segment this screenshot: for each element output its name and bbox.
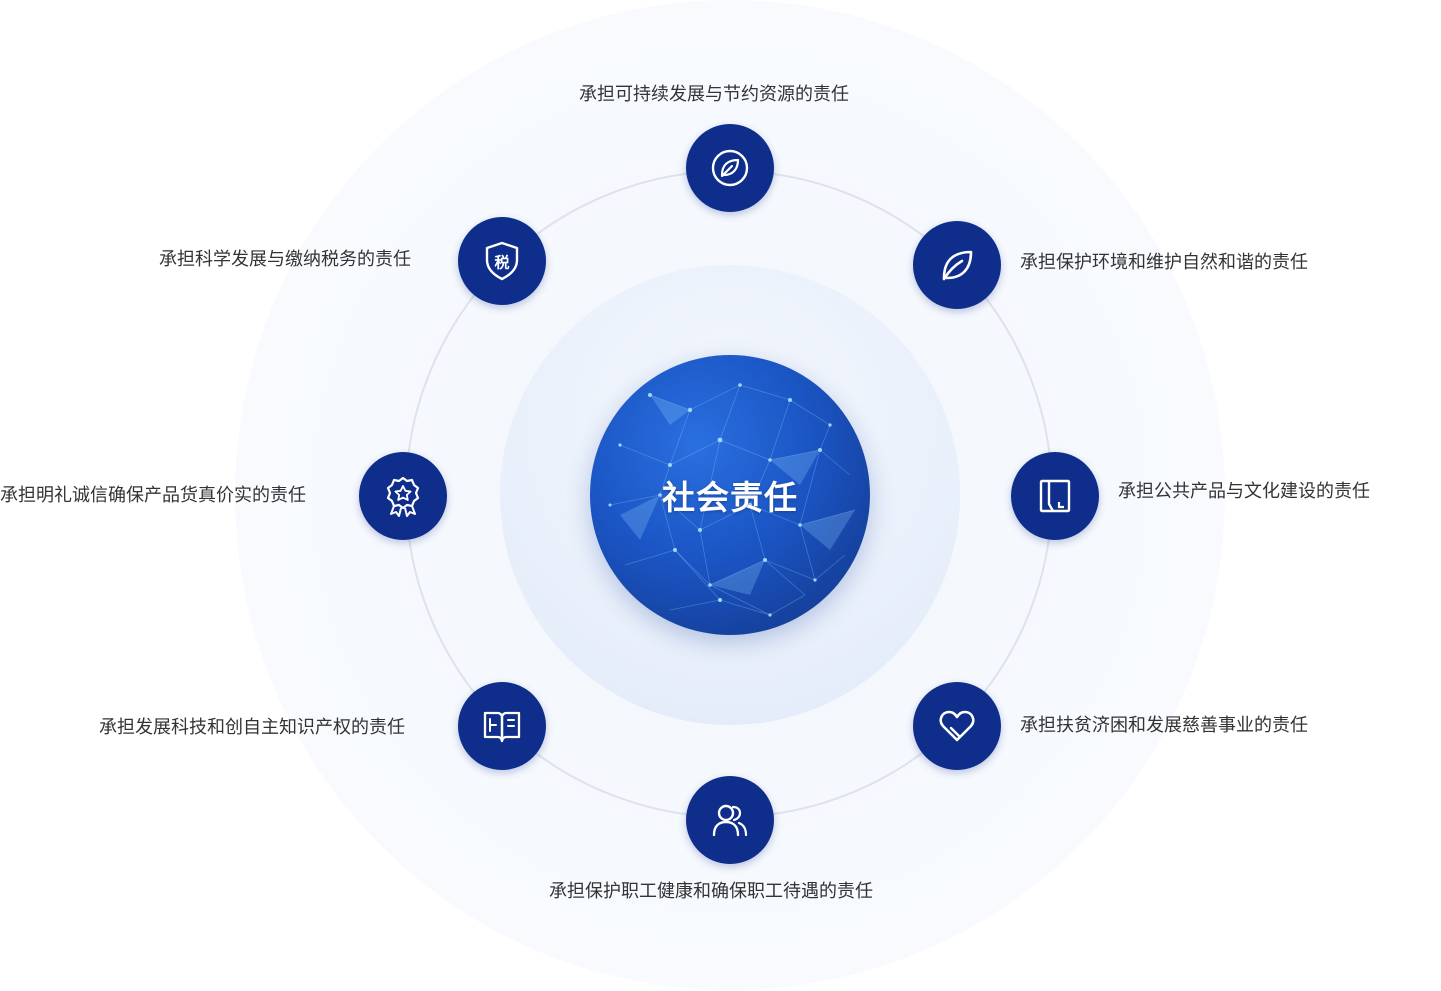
label-public-culture: 承担公共产品与文化建设的责任 [1118, 481, 1370, 502]
leaf-circle-icon [711, 149, 749, 187]
heart-icon [939, 710, 975, 742]
tax-shield-icon: 税 [485, 241, 519, 281]
label-sustainable-development: 承担可持续发展与节约资源的责任 [579, 84, 849, 105]
tax-character: 税 [494, 254, 509, 272]
node-integrity [359, 452, 447, 540]
label-environment-protection: 承担保护环境和维护自然和谐的责任 [1020, 252, 1308, 273]
users-icon [712, 804, 748, 837]
node-charity [913, 682, 1001, 770]
label-integrity: 承担明礼诚信确保产品货真价实的责任 [0, 485, 306, 506]
node-public-culture [1011, 452, 1099, 540]
leaf-icon [942, 250, 973, 281]
open-book-icon [483, 711, 521, 743]
label-employee-welfare: 承担保护职工健康和确保职工待遇的责任 [549, 881, 873, 902]
label-tax-payment: 承担科学发展与缴纳税务的责任 [159, 249, 411, 270]
center-globe: 社会责任 [590, 355, 870, 635]
node-environment-protection [913, 221, 1001, 309]
network-globe-pattern [608, 383, 856, 617]
node-employee-welfare [686, 776, 774, 864]
building-frame-icon [1039, 479, 1071, 513]
label-technology-ip: 承担发展科技和创自主知识产权的责任 [99, 717, 405, 738]
award-medal-icon [386, 476, 420, 517]
node-sustainable-development [686, 124, 774, 212]
center-title: 社会责任 [662, 478, 798, 517]
label-charity: 承担扶贫济困和发展慈善事业的责任 [1020, 715, 1308, 736]
node-technology-ip [458, 682, 546, 770]
node-tax-payment: 税 [458, 217, 546, 305]
